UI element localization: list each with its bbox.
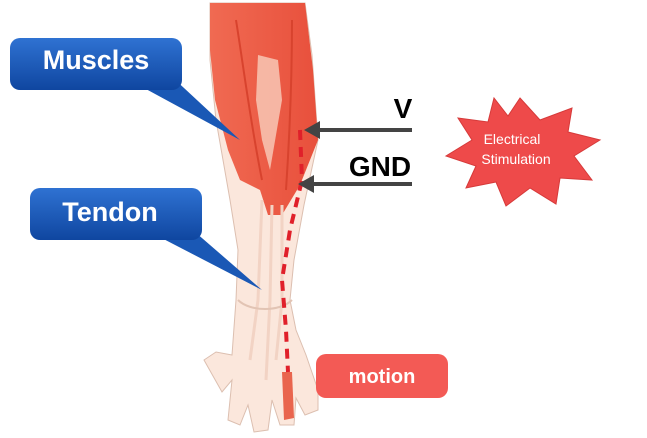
tendon-callout-box — [30, 188, 202, 240]
voltage-electrode: V — [304, 93, 413, 139]
arrow-left-icon-head — [298, 175, 314, 193]
arrow-left-icon-head — [304, 121, 320, 139]
motion-badge-box — [316, 354, 448, 398]
stimulation-starburst — [444, 96, 602, 207]
muscle-highlight — [256, 55, 282, 170]
muscles-label: Muscles — [43, 45, 150, 75]
wrist-outline — [237, 299, 293, 310]
muscles-callout: Muscles — [10, 38, 240, 140]
ground-label: GND — [349, 151, 411, 182]
muscles-callout-box — [10, 38, 182, 90]
voltage-label: V — [394, 93, 413, 124]
stimulation-label-line1: Electrical — [484, 131, 541, 147]
tendon-callout: Tendon — [30, 188, 262, 290]
moving-finger — [282, 372, 294, 420]
muscle-line-left — [235, 19, 263, 181]
stimulated-tendon-path — [279, 129, 305, 373]
forearm-illustration — [203, 2, 319, 433]
tendon-callout-tail — [150, 232, 262, 290]
motion-label: motion — [349, 366, 416, 388]
ground-electrode: GND — [298, 151, 412, 193]
stimulation-label-line2: Stimulation — [481, 151, 550, 167]
muscle-line-right — [285, 19, 293, 191]
tendon-label: Tendon — [62, 197, 157, 227]
motion-badge: motion — [316, 354, 448, 398]
starburst-icon: Electrical Stimulation — [444, 96, 602, 207]
muscles-callout-tail — [120, 75, 240, 140]
